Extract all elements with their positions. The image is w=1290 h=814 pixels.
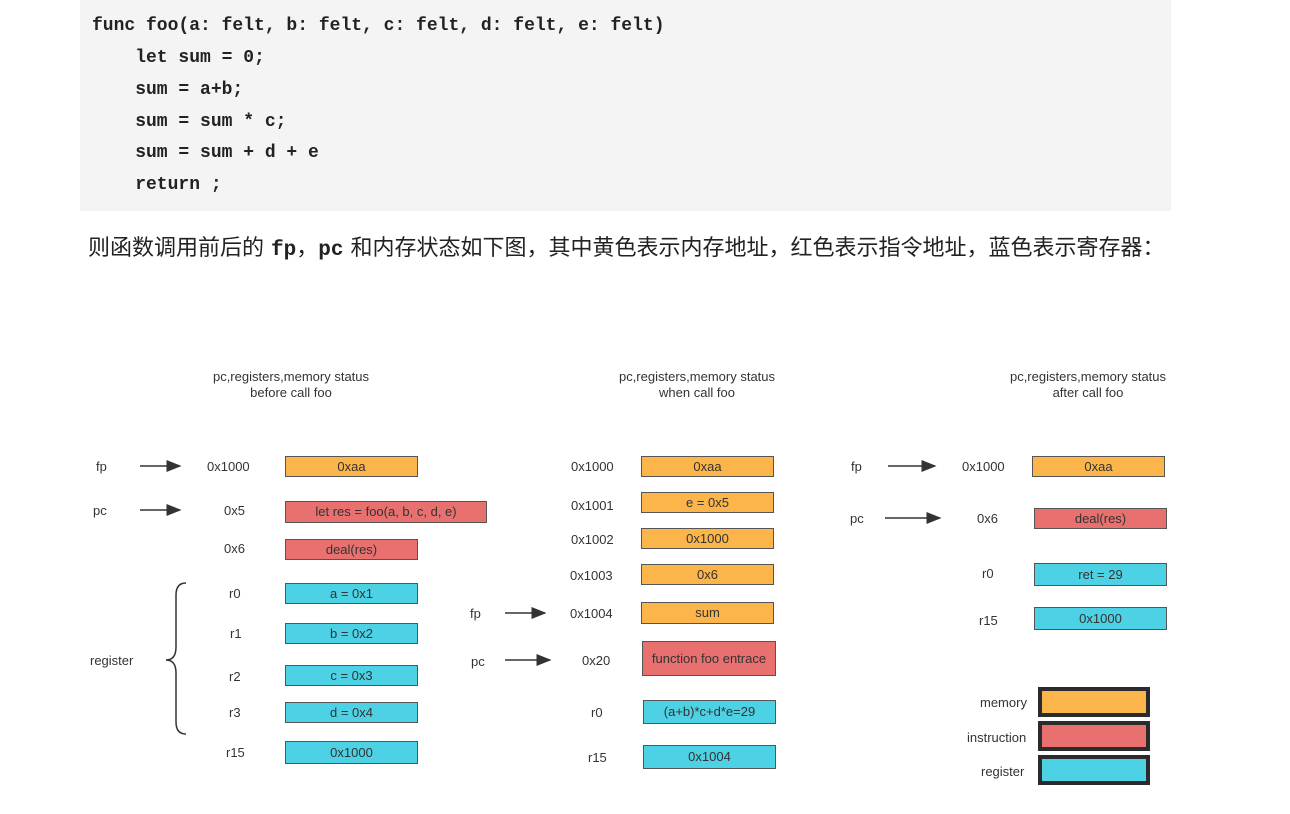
- register-name: r0: [982, 566, 994, 581]
- panel-after-subtitle: after call foo: [1052, 385, 1124, 400]
- register-cell: 0x1000: [285, 741, 418, 764]
- address-label: 0x1003: [570, 568, 613, 583]
- register-name: r15: [588, 750, 607, 765]
- address-label: 0x5: [224, 503, 245, 518]
- register-name: r15: [226, 745, 245, 760]
- legend-memory-label: memory: [980, 695, 1027, 710]
- panel-before-subtitle: before call foo: [250, 385, 332, 400]
- address-label: 0x1001: [571, 498, 614, 513]
- pc-label: pc: [93, 503, 107, 518]
- register-name: r3: [229, 705, 241, 720]
- code-line: return ;: [92, 175, 222, 195]
- register-cell: c = 0x3: [285, 665, 418, 686]
- register-cell: a = 0x1: [285, 583, 418, 604]
- description-paragraph: 则函数调用前后的 fp，pc 和内存状态如下图，其中黄色表示内存地址，红色表示指…: [88, 236, 1165, 262]
- address-label: 0x1000: [207, 459, 250, 474]
- pc-label: pc: [471, 654, 485, 669]
- memory-cell: 0xaa: [641, 456, 774, 477]
- address-label: 0x6: [224, 541, 245, 556]
- legend-instruction-label: instruction: [967, 730, 1027, 745]
- register-cell: ret = 29: [1034, 563, 1167, 586]
- instruction-cell: deal(res): [1034, 508, 1167, 529]
- register-name: r15: [979, 613, 998, 628]
- register-name: r2: [229, 669, 241, 684]
- memory-cell: e = 0x5: [641, 492, 774, 513]
- code-line: func foo(a: felt, b: felt, c: felt, d: f…: [92, 16, 665, 36]
- memory-cell: 0xaa: [1032, 456, 1165, 477]
- code-line: sum = a+b;: [92, 80, 244, 100]
- memory-cell: 0xaa: [285, 456, 418, 477]
- instruction-cell: let res = foo(a, b, c, d, e): [285, 501, 487, 523]
- memory-cell: 0x6: [641, 564, 774, 585]
- register-name: r0: [229, 586, 241, 601]
- register-name: r1: [230, 626, 242, 641]
- register-cell: d = 0x4: [285, 702, 418, 723]
- register-cell: 0x1004: [643, 745, 776, 769]
- memory-cell: 0x1000: [641, 528, 774, 549]
- instruction-cell: deal(res): [285, 539, 418, 560]
- code-line: sum = sum + d + e: [92, 143, 319, 163]
- address-label: 0x20: [582, 653, 611, 668]
- code-block: [80, 0, 1171, 211]
- address-label: 0x1000: [962, 459, 1005, 474]
- fp-label: fp: [96, 459, 107, 474]
- legend-register-label: register: [981, 764, 1025, 779]
- address-label: 0x1004: [570, 606, 613, 621]
- legend-instruction-swatch: [1038, 721, 1150, 751]
- legend-memory-swatch: [1038, 687, 1150, 717]
- register-cell: b = 0x2: [285, 623, 418, 644]
- code-line: let sum = 0;: [92, 48, 265, 68]
- fp-label: fp: [851, 459, 862, 474]
- panel-after-title: pc,registers,memory status: [1009, 369, 1167, 384]
- register-name: r0: [591, 705, 603, 720]
- instruction-cell: function foo entrace: [642, 641, 776, 676]
- code-line: sum = sum * c;: [92, 112, 287, 132]
- memory-cell: sum: [641, 602, 774, 624]
- panel-before-title: pc,registers,memory status: [212, 369, 370, 384]
- register-cell: (a+b)*c+d*e=29: [643, 700, 776, 724]
- address-label: 0x1002: [571, 532, 614, 547]
- address-label: 0x1000: [571, 459, 614, 474]
- address-label: 0x6: [977, 511, 998, 526]
- legend-register-swatch: [1038, 755, 1150, 785]
- panel-when-subtitle: when call foo: [659, 385, 735, 400]
- panel-when-title: pc,registers,memory status: [618, 369, 776, 384]
- register-cell: 0x1000: [1034, 607, 1167, 630]
- register-label: register: [90, 653, 134, 668]
- fp-label: fp: [470, 606, 481, 621]
- pc-label: pc: [850, 511, 864, 526]
